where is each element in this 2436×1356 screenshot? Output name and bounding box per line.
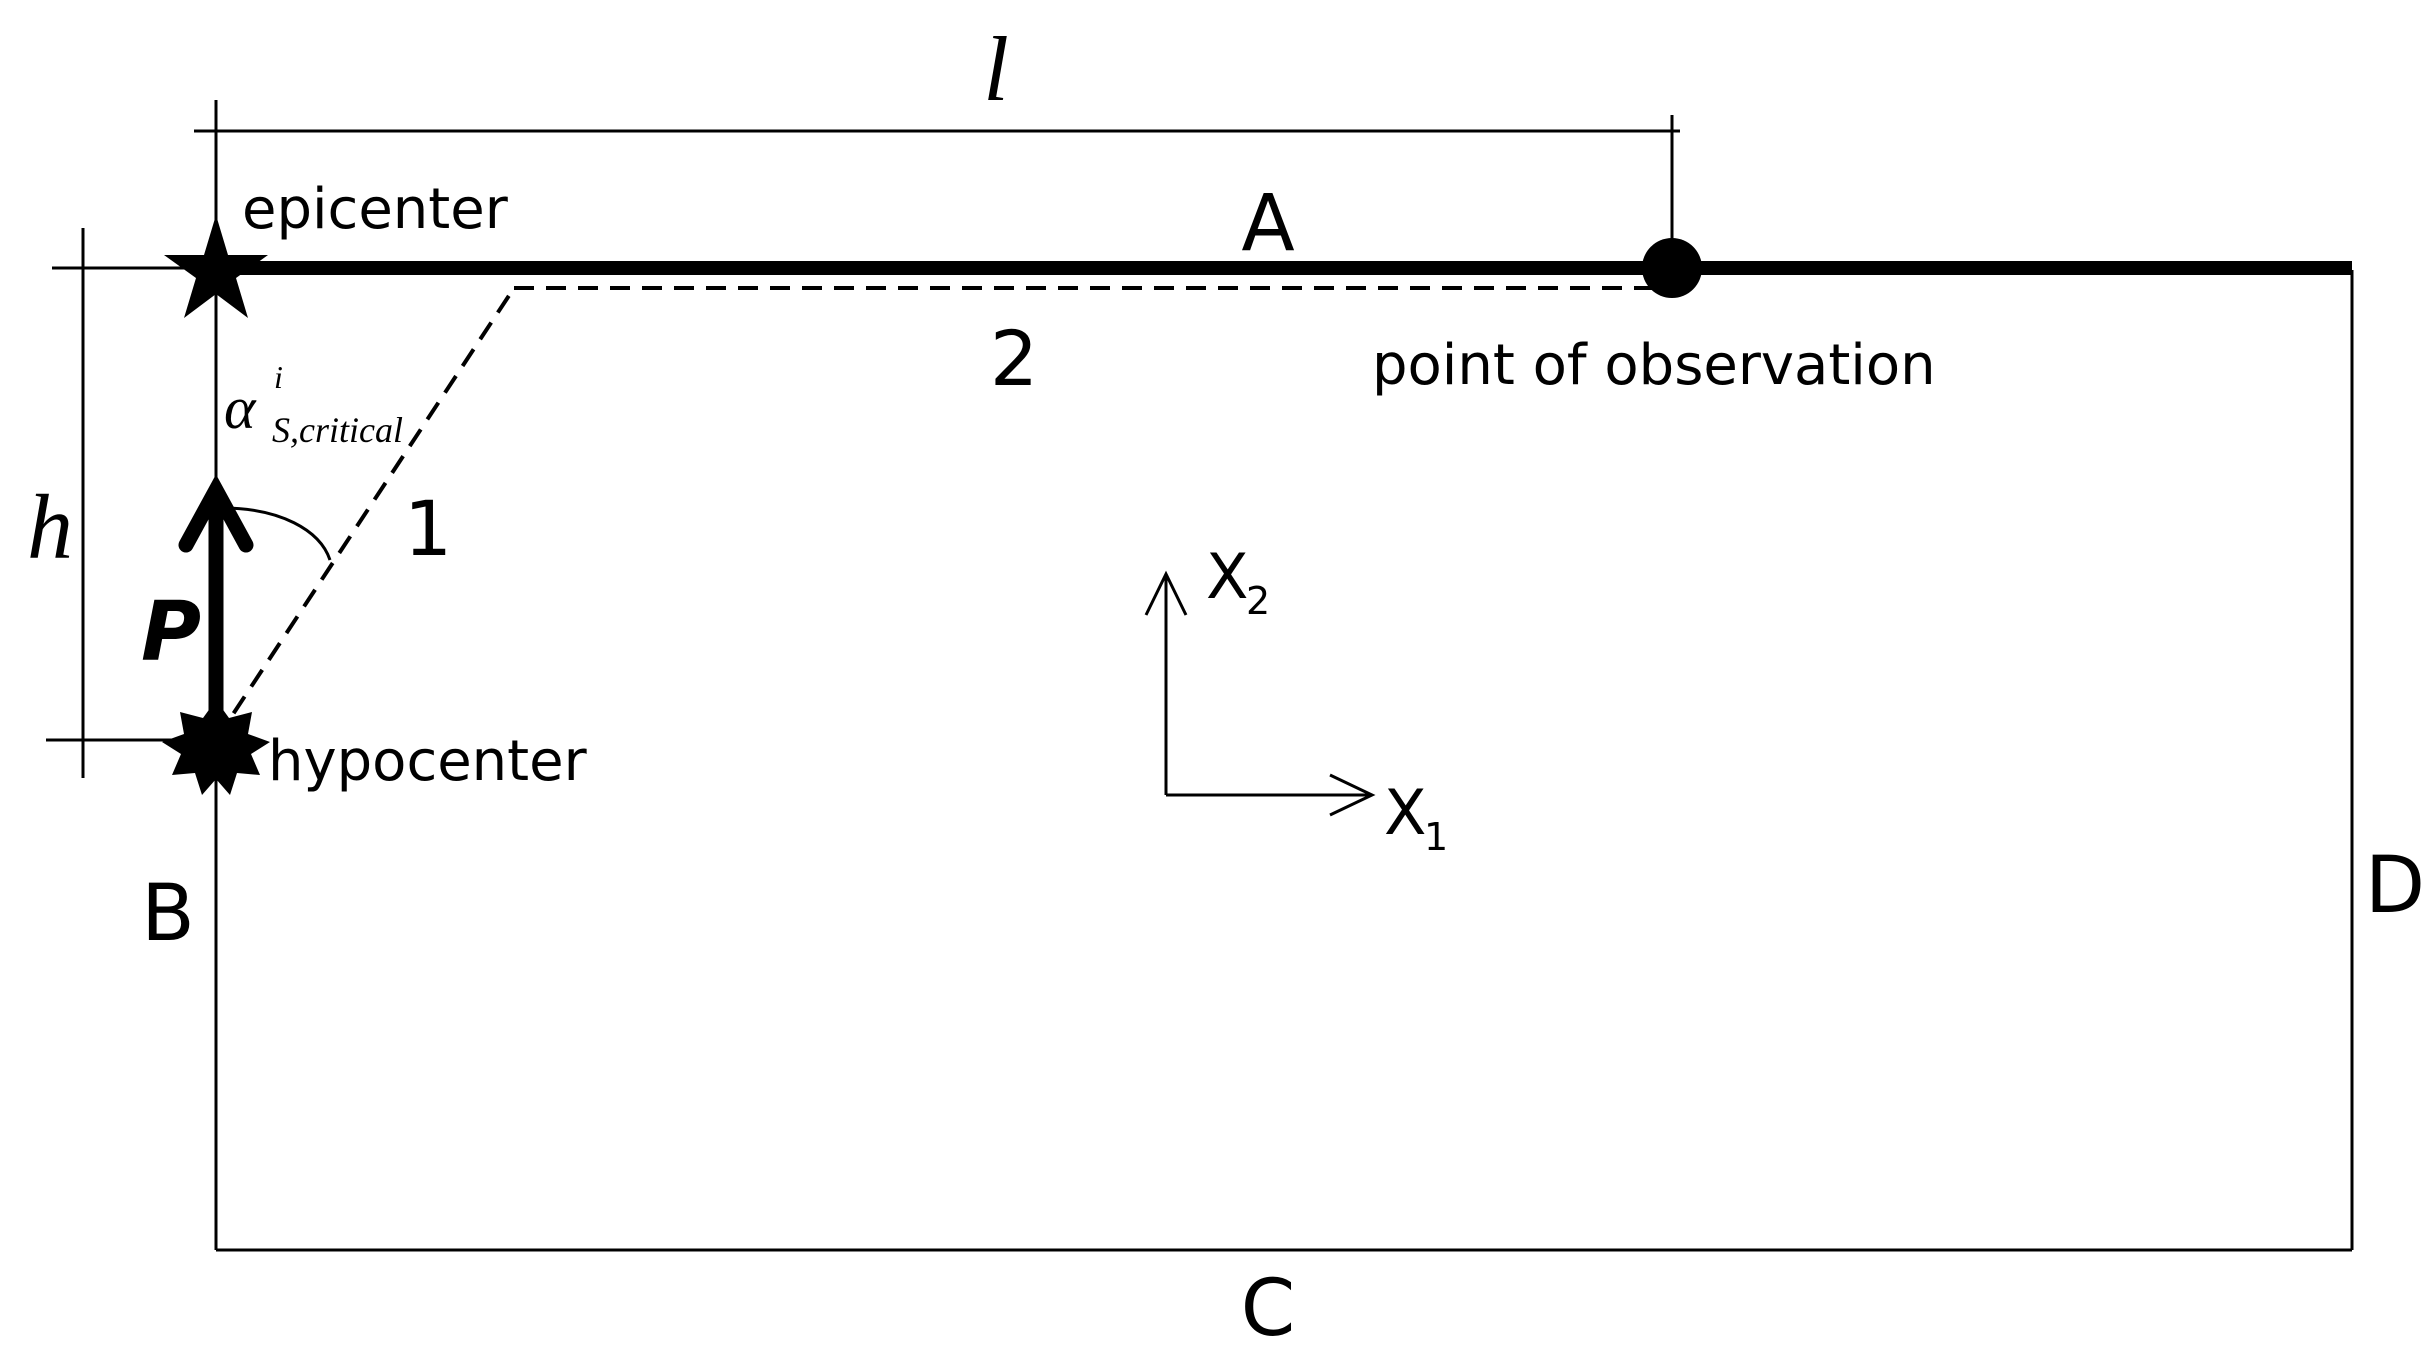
critical-angle-arc: [221, 506, 332, 561]
observation-label: point of observation: [1372, 333, 1936, 398]
boundary-d-label: D: [2365, 841, 2425, 931]
critical-angle-subscript: S,critical: [272, 410, 403, 450]
boundary-b-label: B: [141, 869, 195, 959]
force-arrow-head: [178, 474, 254, 553]
boundary-a-label: A: [1241, 179, 1294, 269]
path-segment-1-label: 1: [404, 484, 452, 573]
hypocenter-label: hypocenter: [268, 729, 588, 794]
wave-path-segment-1: [214, 286, 516, 742]
observation-point-marker: [1642, 238, 1702, 298]
axis-x2-index: 2: [1246, 579, 1270, 623]
path-segment-2-label: 2: [990, 314, 1038, 403]
dimension-l-label: l: [983, 18, 1009, 120]
epicenter-star-icon: [164, 215, 268, 318]
critical-angle-superscript: i: [274, 359, 283, 395]
axis-x1-arrowhead: [1329, 773, 1376, 817]
axis-x2-arrowhead: [1144, 570, 1188, 616]
axis-x2-letter: X: [1206, 540, 1248, 613]
force-p-label: P: [141, 585, 201, 680]
critical-angle-symbol: α: [224, 375, 257, 441]
dimension-h-label: h: [27, 476, 73, 578]
boundary-c-label: C: [1241, 1264, 1295, 1354]
axis-x1-index: 1: [1424, 815, 1448, 859]
epicenter-label: epicenter: [242, 177, 509, 242]
axis-x1-letter: X: [1384, 776, 1426, 849]
hypocenter-burst-icon: [162, 700, 270, 795]
